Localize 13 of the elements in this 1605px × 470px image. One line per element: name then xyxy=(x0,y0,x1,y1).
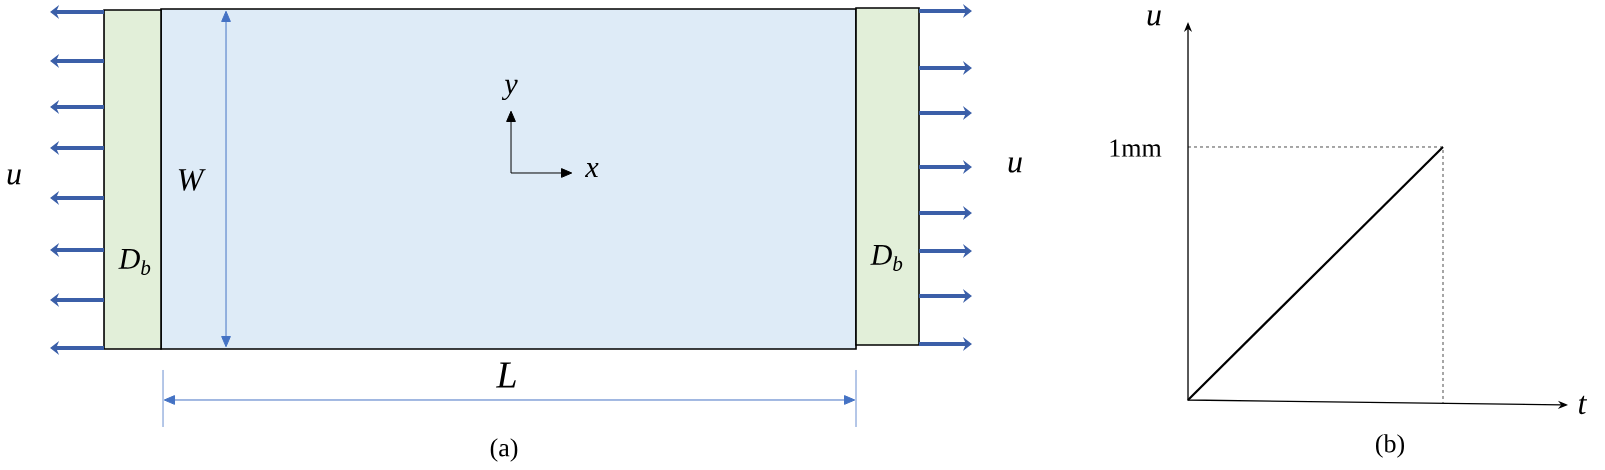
axis-label: u xyxy=(1147,10,1161,26)
panel-label: (b) xyxy=(1376,434,1404,458)
axis-label: y xyxy=(501,79,518,101)
panel-label: (a) xyxy=(490,438,518,462)
dimension-label: W xyxy=(178,169,206,191)
plate xyxy=(160,8,857,350)
boundary-zone: D$_{b}$ xyxy=(855,7,920,346)
load-label: u xyxy=(1008,157,1022,173)
tick-label: 1mm xyxy=(1110,139,1162,157)
load-label: u xyxy=(7,169,21,185)
boundary-zone: D$_{b}$ xyxy=(103,9,162,350)
axis-label: t xyxy=(1578,395,1588,415)
axis-label: x xyxy=(585,163,599,177)
